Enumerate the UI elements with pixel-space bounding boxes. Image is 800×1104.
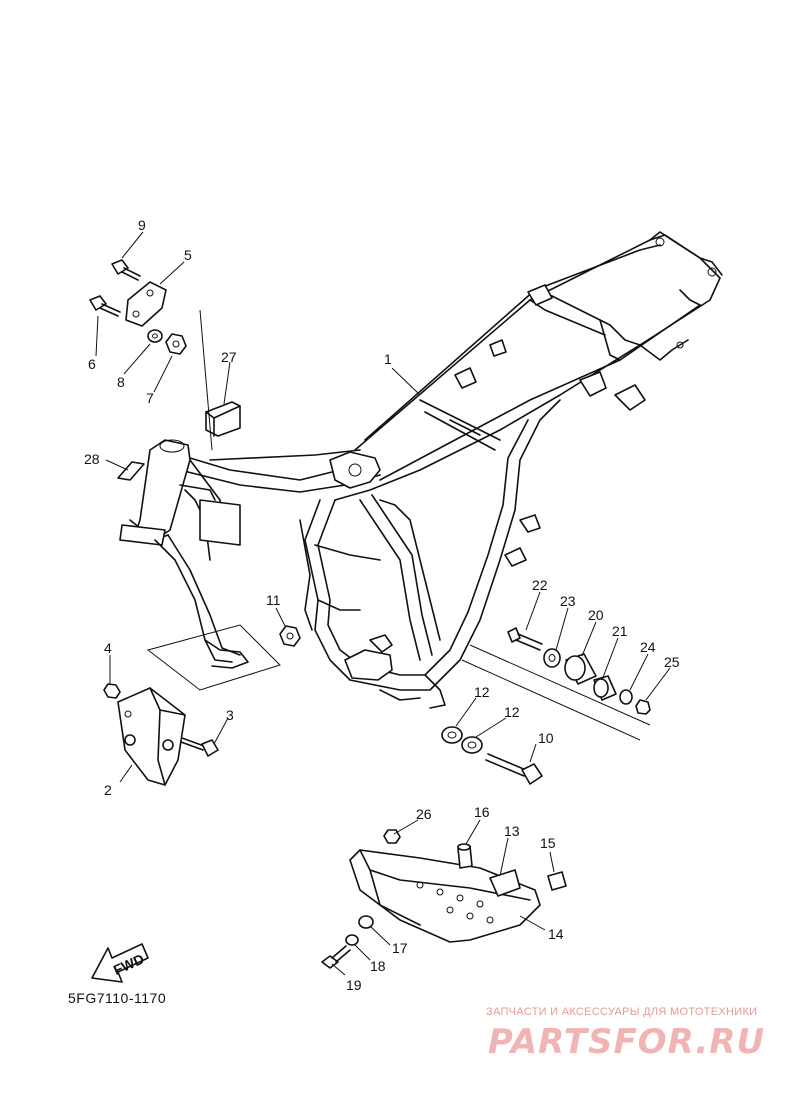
callout-28: 28 — [84, 451, 100, 467]
nut-4 — [103, 683, 121, 699]
clip-15 — [547, 871, 567, 891]
steering-head — [117, 439, 651, 741]
callout-23: 23 — [560, 593, 576, 609]
callout-18: 18 — [370, 958, 386, 974]
washer-18 — [345, 934, 359, 946]
nut-7 — [165, 333, 187, 355]
callout-19: 19 — [346, 977, 362, 993]
watermark-tagline: ЗАПЧАСТИ И АКСЕССУАРЫ ДЛЯ МОТОТЕХНИКИ — [486, 1006, 758, 1018]
callout-6: 6 — [88, 356, 96, 372]
diagram-code: 5FG7110-1170 — [68, 990, 167, 1006]
part-27-bracket — [205, 401, 241, 437]
callout-9: 9 — [138, 217, 146, 233]
callout-26: 26 — [416, 806, 432, 822]
washer-23 — [543, 648, 561, 668]
callout-2: 2 — [104, 782, 112, 798]
bolt-10 — [485, 753, 543, 785]
fwd-arrow-icon: FWD — [91, 943, 149, 983]
leader-lines — [95, 231, 671, 976]
bolt-19 — [321, 945, 351, 969]
callout-11: 11 — [266, 592, 281, 608]
callout-labels: 1 2 3 4 5 6 7 8 9 10 11 12 12 13 14 15 1… — [84, 217, 680, 993]
washer-12b — [461, 736, 483, 754]
bolt-3 — [180, 737, 219, 757]
callout-13: 13 — [504, 823, 520, 839]
callout-22: 22 — [532, 577, 548, 593]
washer-24 — [619, 689, 633, 705]
callout-14: 14 — [548, 926, 564, 942]
washer-12a — [441, 726, 463, 744]
main-frame — [179, 231, 723, 709]
collar-20 — [564, 653, 597, 685]
watermark-logo: PARTSFOR.RU — [488, 1022, 766, 1062]
grommet-16 — [457, 843, 473, 869]
callout-20: 20 — [588, 607, 604, 623]
callout-10: 10 — [538, 730, 554, 746]
mount-plate-5 — [125, 281, 167, 327]
engine-bracket-2 — [117, 687, 186, 786]
washer-8 — [147, 329, 163, 343]
callout-25: 25 — [664, 654, 680, 670]
callout-12b: 12 — [504, 704, 520, 720]
callout-1: 1 — [384, 351, 392, 367]
callout-12a: 12 — [474, 684, 490, 700]
collar-17 — [358, 915, 374, 929]
bolt-6 — [89, 295, 121, 317]
bolt-22 — [507, 627, 543, 651]
nut-11 — [279, 625, 301, 647]
callout-4: 4 — [104, 640, 112, 656]
callout-16: 16 — [474, 804, 490, 820]
callout-15: 15 — [540, 835, 556, 851]
callout-17: 17 — [392, 940, 408, 956]
callout-3: 3 — [226, 707, 234, 723]
callout-8: 8 — [117, 374, 125, 390]
callout-21: 21 — [612, 623, 628, 639]
skid-plate-14 — [349, 849, 541, 943]
bolt-9 — [111, 259, 141, 281]
callout-27: 27 — [221, 349, 237, 365]
nut-25 — [635, 699, 651, 715]
fwd-label: FWD — [111, 951, 147, 979]
collar-21 — [593, 675, 617, 701]
callout-24: 24 — [640, 639, 656, 655]
callout-5: 5 — [184, 247, 192, 263]
callout-7: 7 — [146, 390, 154, 406]
bracket-13 — [489, 869, 521, 897]
